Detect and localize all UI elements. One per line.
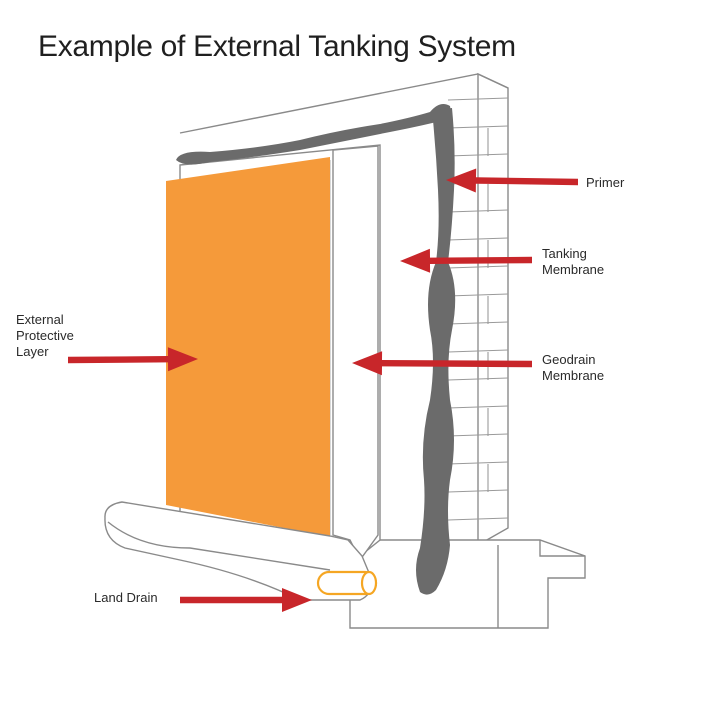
diagram-title: Example of External Tanking System [38, 30, 516, 63]
arrow-external-protective-layer [68, 347, 198, 372]
arrow-primer [446, 168, 578, 193]
geodrain-membrane [332, 145, 379, 562]
arrow-group [68, 168, 578, 612]
arrow-tanking-membrane [400, 248, 532, 273]
tanking-membrane [176, 104, 456, 595]
arrow-geodrain-membrane [352, 351, 532, 376]
foundation-footing [349, 539, 586, 629]
label-external-protective-layer: External Protective Layer [16, 312, 74, 359]
label-geodrain-membrane: Geodrain Membrane [542, 352, 605, 383]
external-protective-layer [166, 157, 330, 537]
arrow-land-drain [180, 588, 312, 612]
label-tanking-membrane: Tanking Membrane [542, 246, 605, 277]
land-drain-pipe [316, 570, 378, 596]
label-primer: Primer [586, 175, 625, 190]
label-land-drain: Land Drain [94, 590, 158, 605]
